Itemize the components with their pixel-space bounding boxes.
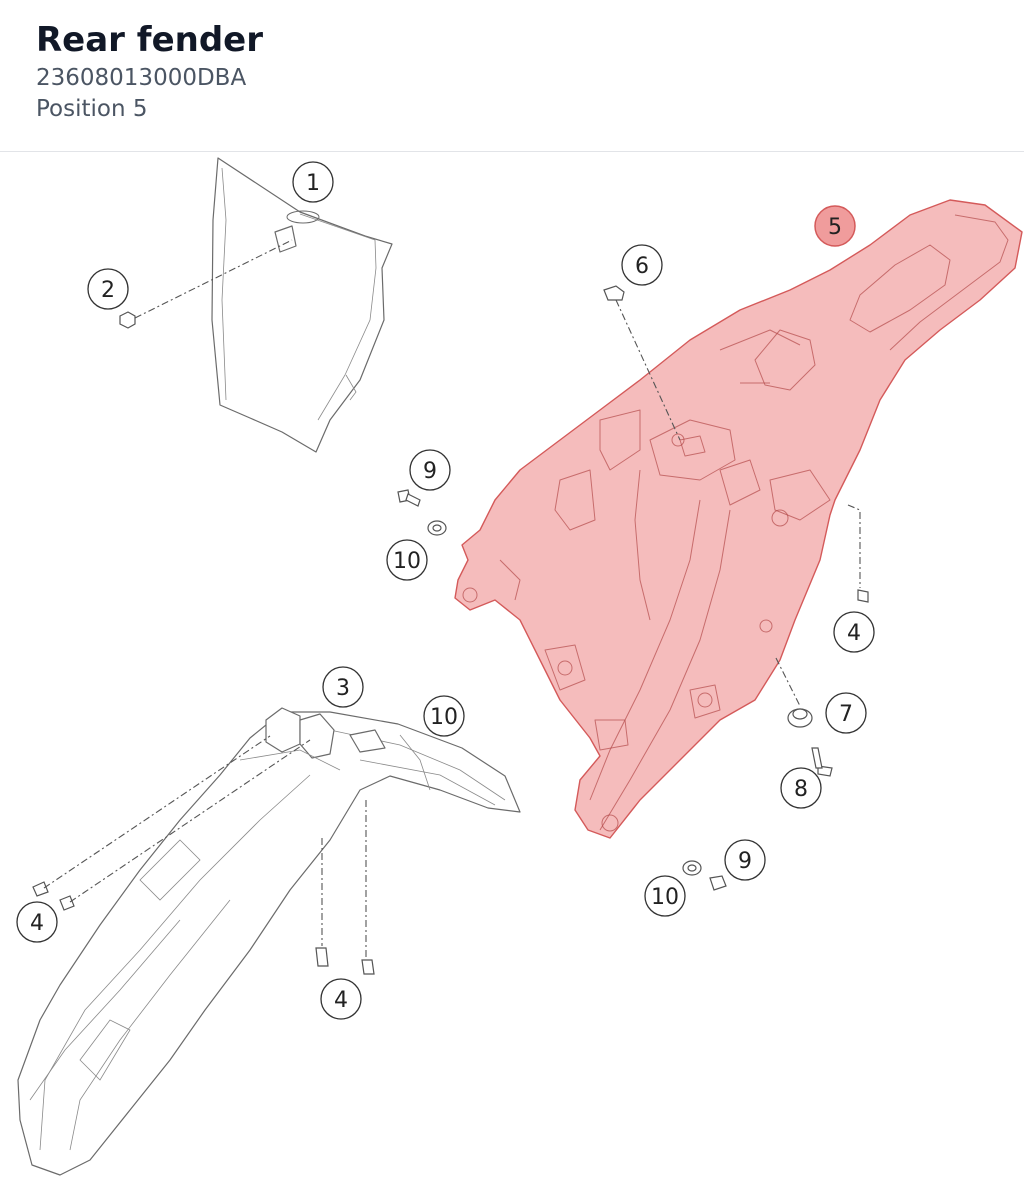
- callout-10-middle: 10: [430, 705, 458, 730]
- callout-2: 2: [101, 278, 115, 303]
- callout-1: 1: [306, 171, 320, 196]
- part-front-fender: [17, 707, 521, 1176]
- exploded-parts-diagram: 1 2 6 5 9 10 4 3 10 7 8 9 10 4 4: [16, 157, 1023, 1176]
- callout-10-lower: 10: [651, 885, 679, 910]
- callout-10-upper: 10: [393, 549, 421, 574]
- callout-9-upper: 9: [423, 459, 437, 484]
- callout-4-right: 4: [847, 621, 861, 646]
- part-number-plate: [211, 157, 393, 453]
- callout-6: 6: [635, 254, 649, 279]
- assembly-lines: [43, 239, 861, 958]
- callout-4-left: 4: [30, 911, 44, 936]
- callout-3: 3: [336, 676, 350, 701]
- header: Rear fender 23608013000DBA Position 5: [0, 0, 1024, 152]
- position-label: Position 5: [36, 96, 148, 122]
- page-title: Rear fender: [36, 20, 264, 60]
- part-rear-fender-highlighted: [454, 199, 1023, 839]
- part-number: 23608013000DBA: [36, 65, 247, 91]
- hardware-parts: [32, 285, 869, 975]
- callout-7: 7: [839, 702, 853, 727]
- callout-4-bottom: 4: [334, 988, 348, 1013]
- callout-5: 5: [828, 215, 842, 240]
- callout-8: 8: [794, 777, 808, 802]
- callout-9-lower: 9: [738, 849, 752, 874]
